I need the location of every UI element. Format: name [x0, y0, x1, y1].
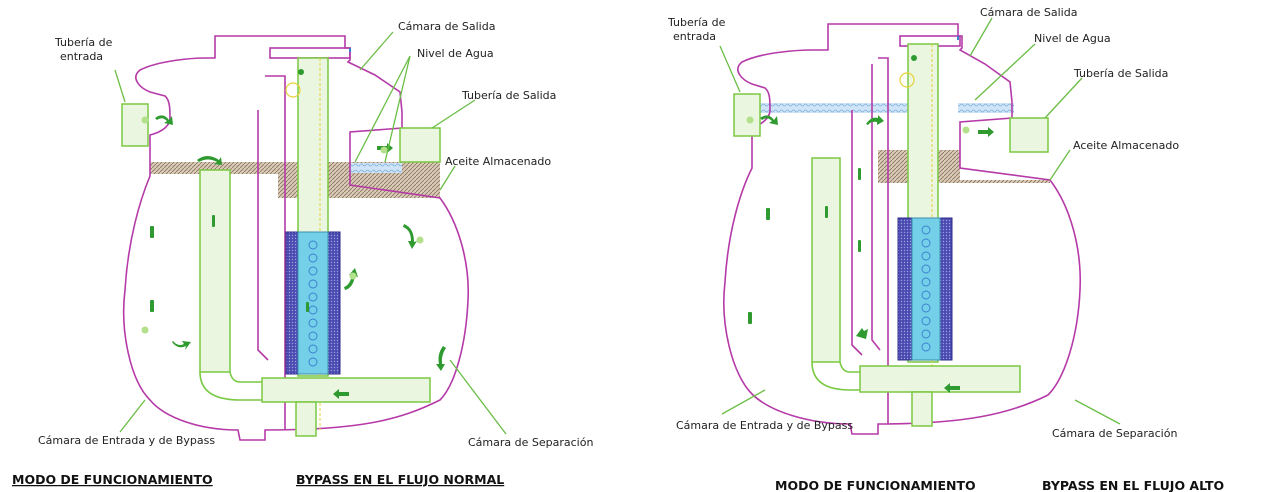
filter-core	[297, 231, 329, 375]
inner-wall-high	[878, 57, 889, 424]
bottom-distribution-pipe-high	[859, 365, 1021, 393]
bypass-pipe	[199, 169, 231, 373]
label-outlet-pipe: Tubería de Salida	[461, 89, 556, 102]
label-stored-oil-high: Aceite Almacenado	[1073, 139, 1179, 152]
outlet-pipe-high	[1009, 117, 1049, 153]
outlet-chamber-top	[269, 47, 351, 59]
label-outlet-chamber-high: Cámara de Salida	[980, 6, 1077, 19]
caption-mode: MODO DE FUNCIONAMIENTO	[12, 472, 213, 487]
bypass-pipe-high	[811, 157, 841, 363]
flow-arrows-high	[746, 55, 994, 393]
tank-outline	[122, 35, 470, 441]
inner-wall	[265, 75, 286, 430]
leader-lines-high	[719, 17, 1121, 425]
caption-mode-high: MODO DE FUNCIONAMIENTO	[775, 478, 976, 492]
leader-lines	[114, 31, 507, 435]
label-water-level-high: Nivel de Agua	[1034, 32, 1111, 45]
label-stored-oil: Aceite Almacenado	[445, 155, 551, 168]
label-outlet-chamber: Cámara de Salida	[398, 20, 495, 33]
label-separation-chamber: Cámara de Separación	[468, 436, 593, 449]
caption-flow: BYPASS EN EL FLUJO NORMAL	[296, 472, 504, 487]
caption-flow-high: BYPASS EN EL FLUJO ALTO	[1042, 478, 1224, 492]
bottom-distribution-pipe	[261, 377, 431, 403]
diagram-normal-flow: Tubería de entrada Cámara de Salida Nive…	[12, 20, 593, 487]
oil-layer-high	[878, 150, 1050, 183]
label-outlet-pipe-high: Tubería de Salida	[1073, 67, 1168, 80]
water-level-strip-outlet	[958, 103, 1014, 113]
water-level-strip	[350, 163, 402, 173]
inner-wall-left	[257, 110, 269, 361]
label-separation-chamber-high: Cámara de Separación	[1052, 427, 1177, 440]
inlet-pipe-high	[733, 93, 761, 137]
label-water-level: Nivel de Agua	[417, 47, 494, 60]
water-level-strip-high	[760, 103, 912, 113]
outlet-pipe	[399, 127, 441, 163]
tank-outline-high	[723, 23, 1082, 435]
bottom-stub	[295, 401, 317, 437]
label-inlet-bypass-chamber-high: Cámara de Entrada y de Bypass	[676, 419, 853, 432]
diagram-high-flow: Tubería de entrada Cámara de Salida Nive…	[667, 6, 1224, 492]
bottom-stub-high	[911, 391, 933, 427]
label-inlet-bypass-chamber: Cámara de Entrada y de Bypass	[38, 434, 215, 447]
inlet-pipe	[121, 103, 149, 147]
label-inlet-pipe: Tubería de entrada	[54, 36, 116, 63]
filter-core-high	[911, 217, 941, 361]
label-inlet-pipe-high: Tubería de entrada	[667, 16, 729, 43]
